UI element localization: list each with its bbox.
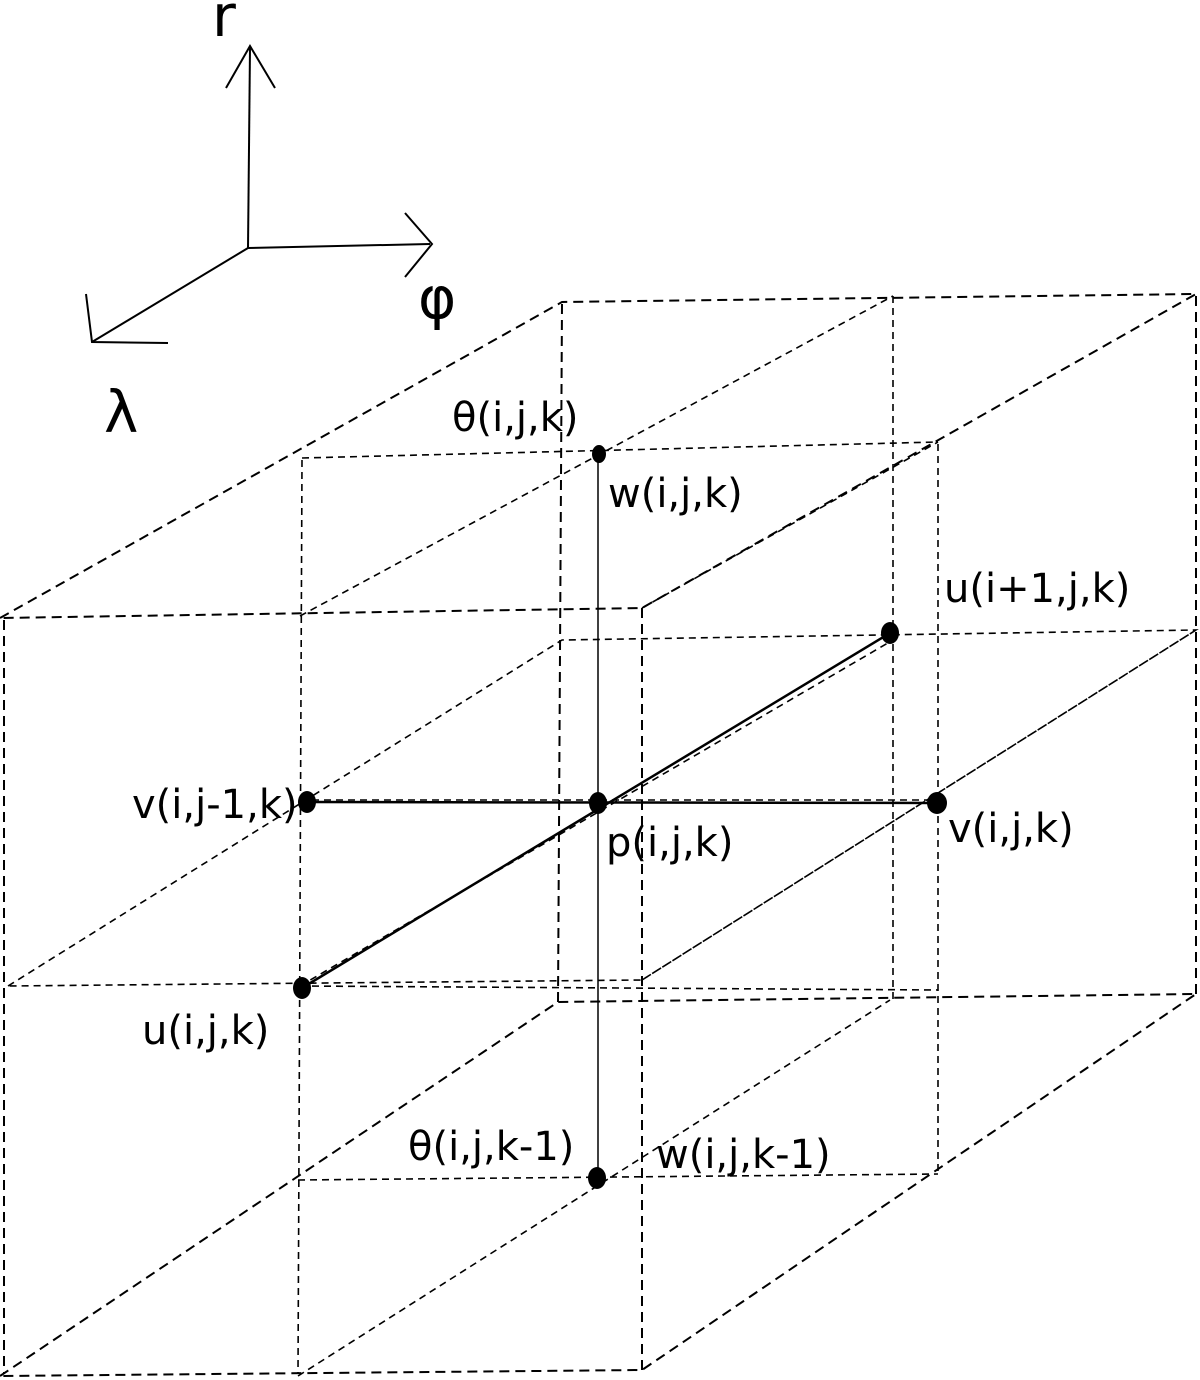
- phi-axis-arrowhead: [404, 212, 434, 278]
- phi-axis-line: [247, 243, 431, 249]
- grid-vertical-outer: [3, 296, 1197, 1374]
- r-axis-label: r: [212, 0, 236, 50]
- lambda-axis-line: [91, 247, 249, 343]
- label-u-right: u(i+1,j,k): [944, 566, 1130, 612]
- node-p-center: [589, 792, 607, 814]
- grid-top-inner: [299, 295, 939, 617]
- phi-axis-label: φ: [418, 264, 456, 332]
- node-w-bottom: [588, 1167, 606, 1189]
- coordinate-axes: [85, 44, 434, 344]
- label-theta-top: θ(i,j,k): [452, 395, 579, 441]
- label-w-bottom: w(i,j,k-1): [656, 1132, 831, 1178]
- label-p-center: p(i,j,k): [606, 820, 733, 866]
- grid-middle-layer: [5, 629, 1199, 991]
- label-v-left: v(i,j-1,k): [132, 782, 298, 828]
- label-v-right: v(i,j,k): [948, 806, 1074, 852]
- node-v-right: [927, 792, 947, 814]
- node-w-top: [592, 445, 606, 463]
- r-axis-arrowhead: [225, 44, 276, 89]
- node-u-left: [293, 977, 311, 999]
- label-theta-bottom: θ(i,j,k-1): [408, 1124, 574, 1170]
- lambda-axis-label: λ: [104, 378, 138, 446]
- node-u-right: [881, 622, 899, 644]
- horizontal-v-connector: [306, 800, 938, 805]
- label-u-left: u(i,j,k): [142, 1008, 269, 1054]
- node-v-left: [298, 791, 316, 813]
- lambda-axis-arrowhead: [85, 293, 169, 344]
- grid-bottom-inner: [297, 999, 939, 1377]
- label-w-top: w(i,j,k): [608, 471, 743, 517]
- grid-top-outline: [0, 293, 1197, 619]
- r-axis-line: [247, 47, 251, 249]
- grid-bottom-outline: [0, 992, 1200, 1378]
